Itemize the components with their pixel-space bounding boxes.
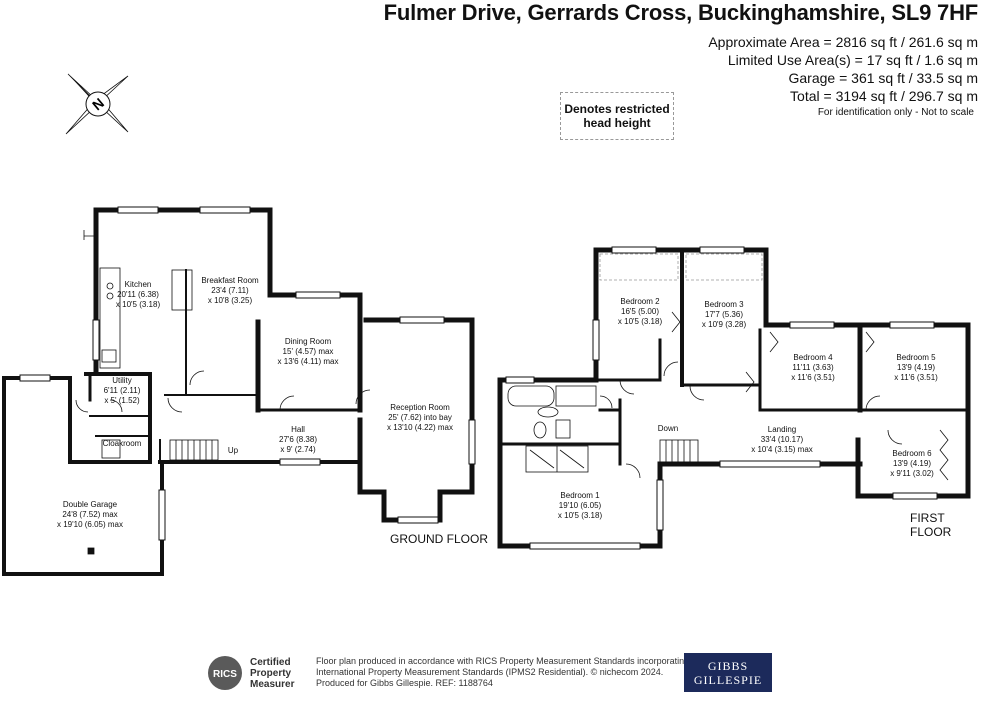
room-hall-dim2: x 9' (2.74) (280, 445, 316, 454)
room-reception-dim1: 25' (7.62) into bay (388, 413, 452, 422)
room-bed6-dim2: x 9'11 (3.02) (890, 469, 934, 478)
room-reception-name: Reception Room (390, 403, 450, 412)
room-garage-dim2: x 19'10 (6.05) max (56, 520, 124, 529)
ground-floor-label: GROUND FLOOR (390, 532, 489, 546)
footer-text-line2: International Property Measurement Stand… (316, 667, 664, 677)
room-hall-dim1: 27'6 (8.38) (279, 435, 317, 444)
first-floor-doors (599, 361, 903, 479)
room-bedroom-6: Bedroom 6 13'9 (4.19) x 9'11 (3.02) (890, 449, 934, 479)
room-dining-dim1: 15' (4.57) max (282, 347, 334, 356)
room-bedroom-4: Bedroom 4 11'11 (3.63) x 11'6 (3.51) (791, 353, 835, 383)
room-bed5-dim2: x 11'6 (3.51) (894, 373, 938, 382)
room-bed4-dim2: x 11'6 (3.51) (791, 373, 835, 382)
room-dining-dim2: x 13'6 (4.11) max (277, 357, 339, 366)
room-landing: Landing 33'4 (10.17) x 10'4 (3.15) max (751, 425, 813, 455)
room-bedroom-5: Bedroom 5 13'9 (4.19) x 11'6 (3.51) (894, 353, 938, 383)
room-utility-name: Utility (112, 376, 132, 385)
area-limited-use: Limited Use Area(s) = 17 sq ft / 1.6 sq … (727, 52, 978, 68)
identification-note: For identification only - Not to scale (817, 107, 974, 118)
room-double-garage: Double Garage 24'8 (7.52) max x 19'10 (6… (57, 500, 123, 530)
room-bedroom-2: Bedroom 2 16'5 (5.00) x 10'5 (3.18) (618, 297, 662, 327)
room-bed1-name: Bedroom 1 (560, 491, 600, 500)
area-total: Total = 3194 sq ft / 296.7 sq m (790, 88, 978, 104)
room-bed4-name: Bedroom 4 (793, 353, 833, 362)
room-bedroom-1: Bedroom 1 19'10 (6.05) x 10'5 (3.18) (558, 491, 602, 521)
brand-line2: GILLESPIE (693, 672, 763, 687)
room-kitchen-dim1: 20'11 (6.38) (117, 290, 159, 299)
rics-line3: Measurer (250, 679, 295, 690)
bathroom-fixtures (507, 311, 949, 481)
room-dining-name: Dining Room (284, 337, 332, 346)
gibbs-gillespie-logo: GIBBS GILLESPIE (684, 653, 772, 692)
room-breakfast-name: Breakfast Room (201, 276, 259, 285)
footer-disclaimer: Floor plan produced in accordance with R… (316, 656, 689, 689)
room-landing-name: Landing (767, 425, 797, 434)
room-cloakroom-name: Cloakroom (102, 439, 142, 448)
room-garage-dim1: 24'8 (7.52) max (62, 510, 118, 519)
kitchen-fixtures (87, 267, 219, 555)
footer-text-line3: Produced for Gibbs Gillespie. REF: 11887… (316, 678, 493, 688)
room-utility-dim1: 6'11 (2.11) (103, 386, 141, 395)
room-bed2-dim2: x 10'5 (3.18) (617, 317, 663, 326)
room-reception: Reception Room 25' (7.62) into bay x 13'… (387, 403, 453, 433)
room-bed1-dim1: 19'10 (6.05) (558, 501, 602, 510)
rics-line1: Certified (250, 657, 291, 668)
room-breakfast-dim1: 23'4 (7.11) (211, 286, 249, 295)
rics-certified-badge: RICS Certified Property Measurer (206, 654, 306, 692)
rics-logo-icon: RICS (208, 656, 242, 690)
ground-floor-walls (2, 207, 475, 576)
room-hall-name: Hall (291, 425, 305, 434)
room-bed2-dim1: 16'5 (5.00) (621, 307, 659, 316)
room-kitchen: Kitchen 20'11 (6.38) x 10'5 (3.18) (116, 280, 160, 310)
area-garage: Garage = 361 sq ft / 33.5 sq m (788, 70, 979, 86)
rics-badge-text: RICS (213, 669, 237, 680)
room-reception-dim2: x 13'10 (4.22) max (386, 423, 454, 432)
room-utility-dim2: x 5' (1.52) (104, 396, 140, 405)
room-bed5-dim1: 13'9 (4.19) (897, 363, 935, 372)
room-bed3-name: Bedroom 3 (704, 300, 744, 309)
room-bed6-dim1: 13'9 (4.19) (893, 459, 931, 468)
room-kitchen-name: Kitchen (124, 280, 152, 289)
footer-text-line1: Floor plan produced in accordance with R… (316, 656, 690, 666)
first-floor-windows (505, 246, 938, 550)
room-utility: Utility 6'11 (2.11) x 5' (1.52) (104, 376, 141, 406)
first-floor-label: FIRST FLOOR (910, 511, 952, 539)
restricted-height-legend: Denotes restricted head height (560, 92, 674, 140)
room-cloakroom: Cloakroom (103, 439, 142, 449)
stairs-up-label: Up (227, 446, 239, 455)
room-landing-dim2: x 10'4 (3.15) max (751, 445, 813, 454)
room-bed1-dim2: x 10'5 (3.18) (557, 511, 603, 520)
room-bed6-name: Bedroom 6 (892, 449, 932, 458)
area-approximate: Approximate Area = 2816 sq ft / 261.6 sq… (708, 34, 978, 50)
restricted-legend-line1: Denotes restricted (564, 102, 670, 116)
room-garage-name: Double Garage (62, 500, 118, 509)
room-bed3-dim1: 17'7 (5.36) (705, 310, 743, 319)
room-bed5-name: Bedroom 5 (896, 353, 936, 362)
stairs-down-label: Down (657, 424, 679, 433)
restricted-legend-line2: head height (583, 116, 651, 130)
compass-icon: N (65, 73, 129, 135)
room-bed4-dim1: 11'11 (3.63) (792, 363, 834, 372)
room-hall: Hall 27'6 (8.38) x 9' (2.74) (279, 425, 317, 455)
room-breakfast: Breakfast Room 23'4 (7.11) x 10'8 (3.25) (201, 276, 258, 306)
room-bedroom-3: Bedroom 3 17'7 (5.36) x 10'9 (3.28) (702, 300, 746, 330)
room-kitchen-dim2: x 10'5 (3.18) (115, 300, 161, 309)
ground-floor-doors (75, 230, 371, 413)
room-dining: Dining Room 15' (4.57) max x 13'6 (4.11)… (278, 337, 339, 367)
room-bed2-name: Bedroom 2 (620, 297, 660, 306)
rics-line2: Property (250, 668, 292, 679)
ground-floor-windows (19, 206, 476, 541)
room-bed3-dim2: x 10'9 (3.28) (701, 320, 747, 329)
room-landing-dim1: 33'4 (10.17) (760, 435, 804, 444)
brand-line1: GIBBS (707, 658, 749, 673)
restricted-head-height-areas (599, 253, 763, 281)
room-breakfast-dim2: x 10'8 (3.25) (207, 296, 253, 305)
property-address-title: Fulmer Drive, Gerrards Cross, Buckingham… (383, 0, 979, 25)
